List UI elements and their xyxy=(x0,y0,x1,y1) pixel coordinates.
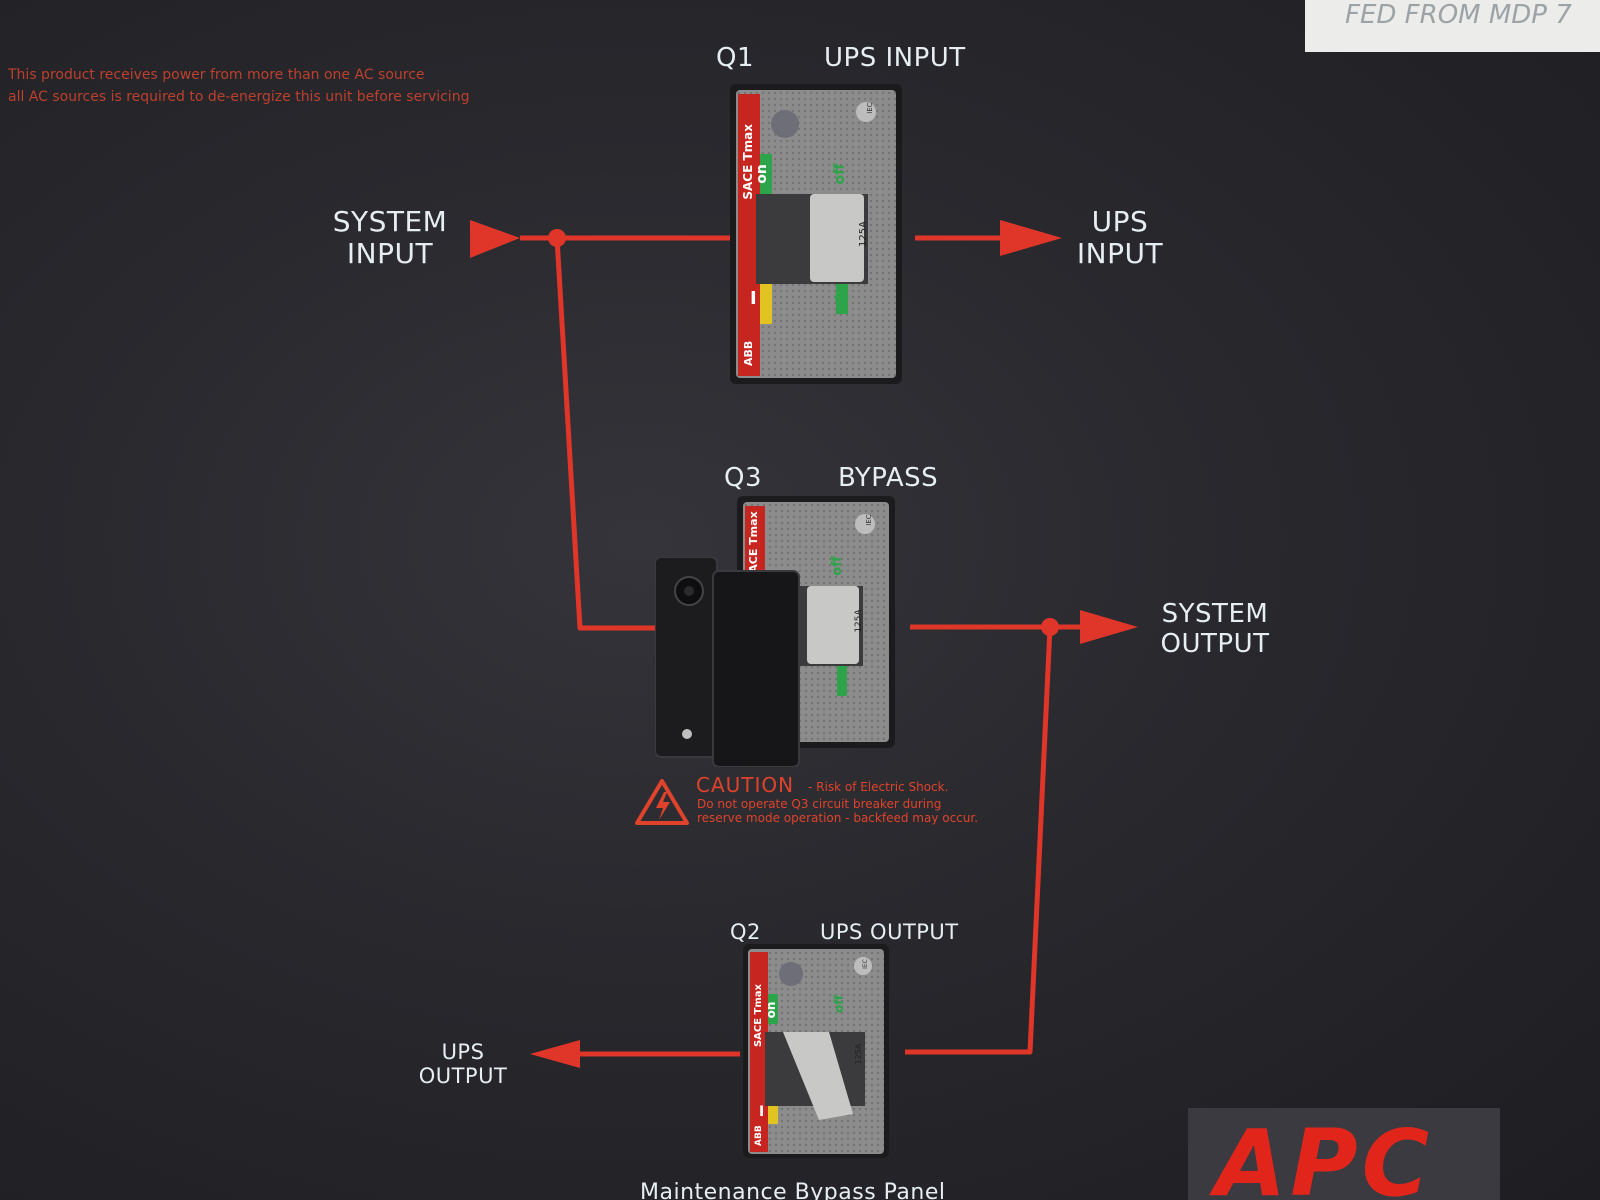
electric-shock-warning-icon xyxy=(635,779,689,825)
panel-title: Maintenance Bypass Panel xyxy=(640,1180,946,1200)
q3-iec-text: IEC xyxy=(865,514,873,525)
q1-toggle-handle xyxy=(810,194,864,282)
logo-plate xyxy=(1188,1108,1500,1200)
q3-off-text: off xyxy=(830,556,845,576)
q2-on-text: on xyxy=(764,1002,778,1019)
q2-toggle-handle xyxy=(783,1032,853,1120)
input-junction-dot xyxy=(548,229,566,247)
q1-name: UPS INPUT xyxy=(824,43,966,73)
q3-toggle-handle xyxy=(807,586,859,664)
q1-rating-text: 125A xyxy=(858,221,869,247)
ups-input-arrow xyxy=(1000,220,1062,256)
q2-maker-text: ABB xyxy=(754,1125,764,1146)
ups-output-return-wire xyxy=(905,626,1053,1055)
q1-off-text: off xyxy=(832,163,848,185)
system-output-arrow xyxy=(1080,610,1138,644)
q1-id: Q1 xyxy=(716,43,755,73)
q1-off-symbol: O xyxy=(834,288,849,309)
apc-logo: APC xyxy=(1215,1110,1434,1200)
caution-title: CAUTION xyxy=(696,773,795,797)
q3-id: Q3 xyxy=(724,463,763,493)
fed-from-tag: FED FROM MDP 7 xyxy=(1305,0,1600,52)
q2-on-symbol: I xyxy=(759,1104,764,1120)
q1-maker-text: ABB xyxy=(742,341,755,366)
q2-rating-text: 125A xyxy=(854,1043,863,1064)
ups-output-arrow xyxy=(530,1040,580,1068)
ups-output-label: UPS OUTPUT xyxy=(418,1040,508,1089)
system-input-arrow xyxy=(470,220,520,258)
caution-body: Do not operate Q3 circuit breaker during… xyxy=(697,797,979,825)
q1-yellow-indicator xyxy=(760,284,772,324)
q1-breaker[interactable]: SACE Tmax on off 125A ABB I O IEC xyxy=(730,84,902,384)
q1-green-indicator xyxy=(760,154,772,194)
q2-iec-text: IEC xyxy=(862,959,869,969)
output-junction-dot xyxy=(1041,618,1059,636)
q3-rating-text: 125A xyxy=(854,608,864,632)
system-output-label: SYSTEM OUTPUT xyxy=(1160,599,1270,659)
q1-on-symbol: I xyxy=(750,288,757,309)
q2-brand-text: SACE Tmax xyxy=(753,983,764,1047)
q2-id: Q2 xyxy=(730,920,761,944)
q1-brand-text: SACE Tmax xyxy=(741,124,755,200)
lockout-rivet-icon xyxy=(682,729,692,739)
q3-brand-text: SACE Tmax xyxy=(747,511,760,580)
q2-off-text: off xyxy=(832,995,846,1013)
q2-name: UPS OUTPUT xyxy=(820,920,959,944)
q3-lockout-bracket[interactable] xyxy=(655,557,801,767)
q1-iec-text: IEC xyxy=(866,102,874,113)
ups-input-label: UPS INPUT xyxy=(1076,205,1164,271)
caution-risk: - Risk of Electric Shock. xyxy=(808,780,949,794)
q3-name: BYPASS xyxy=(838,463,939,493)
q1-on-text: on xyxy=(754,164,770,184)
multi-source-warning: This product receives power from more th… xyxy=(8,67,470,106)
q2-breaker[interactable]: SACE Tmax on off 125A ABB I IEC xyxy=(743,944,889,1158)
system-input-label: SYSTEM INPUT xyxy=(332,205,448,271)
bypass-feed-wire xyxy=(554,237,655,631)
